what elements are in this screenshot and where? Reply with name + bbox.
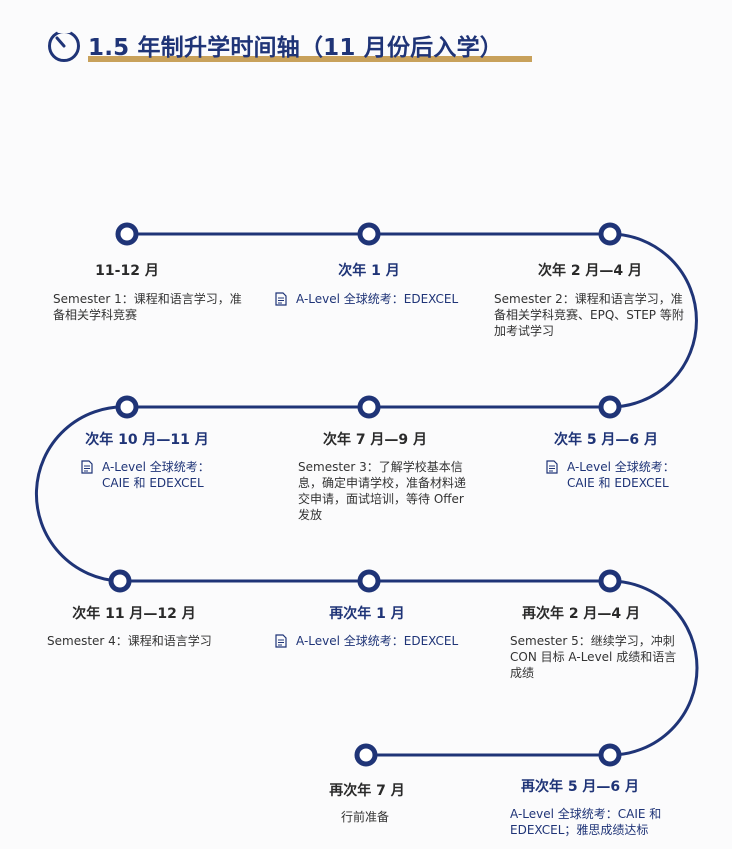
timeline-label-2: 次年 1 月 [338, 263, 400, 279]
timeline-desc-1: Semester 1：课程和语言学习，准备相关学科竞赛 [53, 292, 242, 322]
clock-icon [48, 29, 80, 62]
timeline-desc-9: Semester 5：继续学习，冲刺 CON 目标 A-Level 成绩和语言成… [510, 634, 677, 680]
document-icon [275, 634, 287, 648]
timeline-node-9 [598, 569, 622, 593]
timeline-node-5 [357, 395, 381, 419]
timeline-node-6 [598, 395, 622, 419]
timeline-label-7: 次年 11 月—12 月 [72, 606, 196, 622]
timeline-exam-4: A-Level 全球统考：CAIE 和 EDEXCEL [80, 459, 220, 491]
timeline-node-10 [354, 743, 378, 767]
timeline-label-6: 次年 5 月—6 月 [553, 432, 659, 448]
document-icon [275, 292, 287, 306]
timeline-node-11 [598, 743, 622, 767]
timeline-label-5: 次年 7 月—9 月 [322, 432, 428, 448]
timeline-desc-10: 行前准备 [341, 810, 390, 824]
page-header: 1.5 年制升学时间轴（11 月份后入学） [0, 0, 732, 80]
page-title: 1.5 年制升学时间轴（11 月份后入学） [88, 35, 503, 61]
timeline-desc-7: Semester 4：课程和语言学习 [47, 634, 212, 648]
timeline-label-4: 次年 10 月—11 月 [85, 432, 209, 448]
timeline-label-10: 再次年 7 月 [329, 783, 405, 799]
timeline-exam-text-4: A-Level 全球统考：CAIE 和 EDEXCEL [102, 460, 210, 490]
timeline-node-7 [108, 569, 132, 593]
timeline-desc-5: Semester 3：了解学校基本信息，确定申请学校，准备材料递交申请，面试培训… [298, 460, 467, 522]
timeline-exam-text-6: A-Level 全球统考：CAIE 和 EDEXCEL [567, 460, 675, 490]
timeline-node-4 [115, 395, 139, 419]
timeline-exam-2: A-Level 全球统考：EDEXCEL [274, 291, 458, 307]
timeline-node-1 [115, 222, 139, 246]
timeline-node-2 [357, 222, 381, 246]
timeline-label-8: 再次年 1 月 [329, 606, 405, 622]
timeline-exam-text-2: A-Level 全球统考：EDEXCEL [296, 292, 459, 306]
timeline-desc-11: A-Level 全球统考：CAIE 和 EDEXCEL；雅思成绩达标 [510, 807, 662, 837]
document-icon [81, 460, 93, 474]
timeline-label-11: 再次年 5 月—6 月 [520, 779, 640, 795]
timeline-exam-8: A-Level 全球统考：EDEXCEL [274, 633, 458, 649]
timeline-exam-text-8: A-Level 全球统考：EDEXCEL [296, 634, 459, 648]
timeline-label-9: 再次年 2 月—4 月 [521, 606, 641, 622]
title-underline [88, 56, 532, 62]
document-icon [546, 460, 558, 474]
timeline-label-3: 次年 2 月—4 月 [537, 263, 643, 279]
timeline-exam-6: A-Level 全球统考：CAIE 和 EDEXCEL [545, 459, 685, 491]
timeline-node-3 [598, 222, 622, 246]
timeline-desc-3: Semester 2：课程和语言学习，准备相关学科竞赛、EPQ、STEP 等附加… [494, 292, 684, 338]
timeline-label-1: 11-12 月 [95, 263, 159, 279]
timeline-node-8 [357, 569, 381, 593]
